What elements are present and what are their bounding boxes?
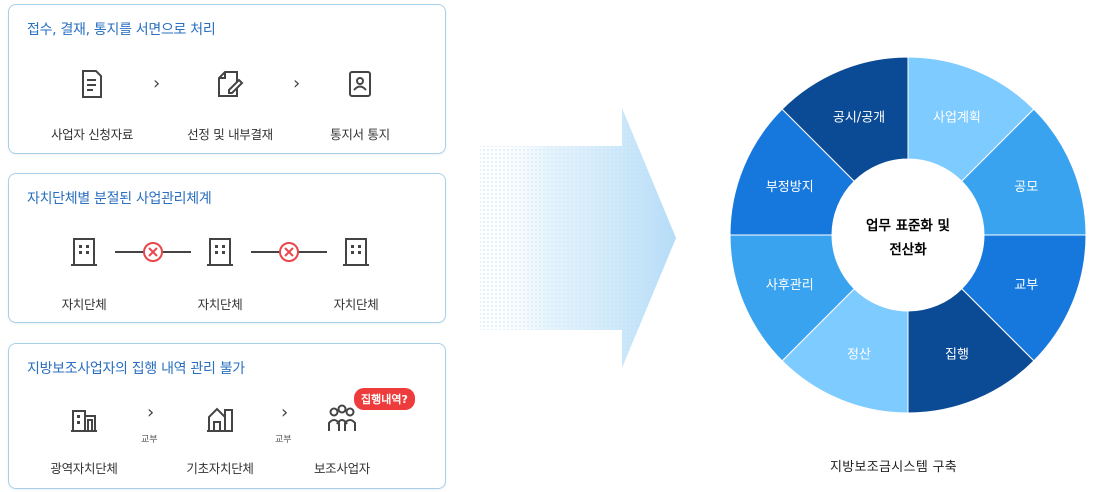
chevron-right-icon: › (147, 402, 155, 423)
center-label-line1: 업무 표준화 및 (866, 217, 950, 234)
center-label-line2: 전산화 (889, 241, 927, 258)
local-office-icon (207, 407, 233, 432)
city-hall-icon (71, 410, 97, 432)
step-label: 기초자치단체 (186, 461, 254, 476)
cycle-segment-label: 부정방지 (766, 180, 814, 195)
cycle-segment-label: 사업계획 (933, 111, 981, 126)
chevron-right-icon: › (281, 402, 289, 423)
panel-title: 지방보조사업자의 집행 내역 관리 불가 (27, 361, 245, 377)
notice-icon (349, 71, 371, 97)
step-label: 자치단체 (61, 297, 107, 312)
step-label: 사업자 신청자료 (50, 127, 134, 142)
step-label: 선정 및 내부결재 (187, 127, 273, 142)
chevron-right-icon: › (153, 73, 161, 94)
step-local-gov-3: 자치단체 (301, 236, 411, 313)
center-circle (832, 159, 984, 311)
chevron-right-icon: › (293, 73, 301, 94)
cycle-segment-label: 집행 (945, 346, 969, 362)
step-notice: 통지서 통지 (305, 69, 415, 143)
cycle-segment-label: 사후관리 (766, 278, 814, 293)
people-icon (328, 404, 356, 431)
document-icon (82, 70, 102, 98)
arrow-label: 교부 (275, 435, 292, 445)
arrow-label: 교부 (141, 435, 158, 445)
step-metropolitan-gov: 광역자치단체 (29, 404, 139, 477)
step-label: 보조사업자 (313, 461, 370, 476)
cycle-segment-label: 정산 (847, 347, 871, 362)
cycle-segment-label: 공시/공개 (833, 111, 885, 126)
step-subsidy-business: 보조사업자 (287, 404, 397, 477)
cycle-segment-label: 공모 (1014, 180, 1038, 195)
cycle-segment-label: 교부 (1014, 278, 1038, 293)
transition-arrow (480, 108, 676, 368)
step-label: 자치단체 (333, 297, 379, 312)
panel-paper-process: 접수, 결재, 통지를 서면으로 처리 사업자 신청자료 › 선정 및 내부결재… (8, 4, 446, 154)
edit-document-icon (218, 71, 244, 97)
panel-fragmented-system: 자치단체별 분절된 사업관리체계 자치단체 자치단체 (8, 173, 446, 323)
step-local-gov-2: 자치단체 (165, 236, 275, 313)
step-label: 통지서 통지 (330, 127, 390, 142)
step-label: 광역자치단체 (50, 461, 118, 476)
building-icon (207, 238, 233, 266)
building-icon (71, 238, 97, 266)
step-local-gov-1: 자치단체 (29, 236, 139, 313)
panel-no-execution-tracking: 지방보조사업자의 집행 내역 관리 불가 광역자치단체 › 교부 기초자치단체 … (8, 343, 446, 489)
step-approval: 선정 및 내부결재 (175, 69, 285, 143)
step-basic-local-gov: 기초자치단체 (165, 404, 275, 477)
step-applicant-data: 사업자 신청자료 (37, 69, 147, 143)
building-icon (343, 238, 369, 266)
panel-title: 자치단체별 분절된 사업관리체계 (27, 191, 212, 207)
step-label: 자치단체 (197, 297, 243, 312)
system-caption: 지방보조금시스템 구축 (830, 460, 958, 475)
disconnect-lines (115, 242, 327, 262)
panel-title: 접수, 결재, 통지를 서면으로 처리 (27, 22, 216, 38)
execution-query-badge: 집행내역? (354, 388, 415, 410)
